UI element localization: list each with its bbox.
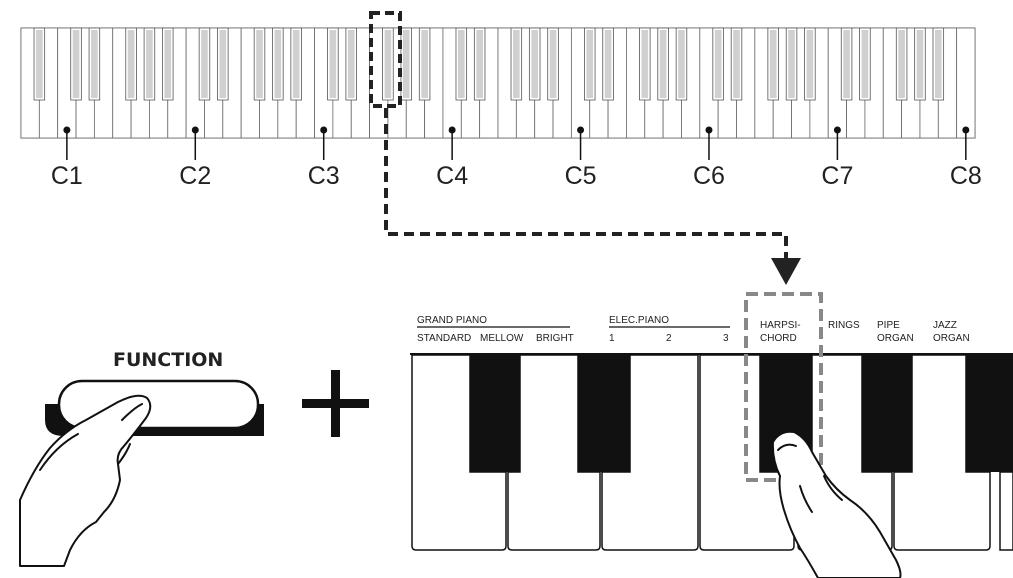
tone-label-strings: RINGS <box>828 320 860 331</box>
black-key-face <box>733 30 740 98</box>
full-keyboard: C1 C2 C3 C4 C5 C6 C7 C8 <box>20 27 982 190</box>
black-key-face <box>531 30 539 98</box>
black-key-face <box>146 30 153 98</box>
tone-label-elec-1: 1 <box>609 333 615 344</box>
zoomed-keyboard: GRAND PIANO STANDARD MELLOW BRIGHT ELEC.… <box>410 292 1013 578</box>
black-key-face <box>934 30 942 98</box>
black-key-face <box>421 30 428 98</box>
octave-label-c4: C4 <box>436 162 468 190</box>
tone-label-chord: CHORD <box>760 333 797 344</box>
black-key-face <box>586 30 594 98</box>
white-key[interactable] <box>999 471 1013 551</box>
black-key-face <box>201 30 208 98</box>
white-key[interactable] <box>507 354 601 551</box>
black-key-face <box>861 30 869 98</box>
group-header-elec-piano: ELEC.PIANO <box>609 315 669 326</box>
black-key-face <box>164 30 172 98</box>
black-key-face <box>678 30 685 98</box>
finger-press-function-icon <box>19 394 152 567</box>
black-key-face <box>769 30 777 98</box>
black-key-face <box>806 30 814 98</box>
tone-label-pipe: PIPE <box>877 320 900 331</box>
black-key-face <box>898 30 905 98</box>
octave-label-c1: C1 <box>51 162 83 190</box>
black-key-face <box>843 30 850 98</box>
black-key-face <box>256 30 263 98</box>
group-header-grand-piano: GRAND PIANO <box>417 315 487 326</box>
tone-label-harpsi: HARPSI- <box>760 320 801 331</box>
tone-label-elec-3: 3 <box>723 333 729 344</box>
black-key-face <box>347 30 355 98</box>
black-key-face <box>714 30 722 98</box>
function-label: FUNCTION <box>113 349 223 371</box>
black-key-face <box>219 30 227 98</box>
tone-label-mellow: MELLOW <box>480 333 524 344</box>
black-keys-group <box>33 27 945 101</box>
white-key[interactable] <box>956 27 976 139</box>
black-key[interactable] <box>578 355 630 472</box>
octave-labels: C1 C2 C3 C4 C5 C6 C7 C8 <box>51 162 982 190</box>
octave-label-c3: C3 <box>308 162 340 190</box>
black-key[interactable] <box>470 355 520 472</box>
black-key-face <box>916 30 924 98</box>
black-key-face <box>91 30 98 98</box>
white-key[interactable] <box>411 354 507 551</box>
black-key[interactable] <box>862 355 912 472</box>
black-key-face <box>513 30 520 98</box>
tone-label-elec-2: 2 <box>666 333 672 344</box>
black-key-face <box>402 30 410 98</box>
zoomed-black-keys <box>470 355 1013 472</box>
plus-sign <box>302 370 369 437</box>
tone-label-pipe-organ: ORGAN <box>877 333 914 344</box>
black-key-face <box>641 30 649 98</box>
octave-label-c5: C5 <box>565 162 597 190</box>
highlighted-key-box <box>369 11 402 108</box>
black-key[interactable] <box>966 355 1013 472</box>
tone-label-standard: STANDARD <box>417 333 471 344</box>
black-key-face <box>659 30 667 98</box>
octave-label-c2: C2 <box>179 162 211 190</box>
finger-press-key-icon <box>771 430 902 578</box>
black-key-face <box>292 30 300 98</box>
black-key-face <box>329 30 337 98</box>
octave-label-c6: C6 <box>693 162 725 190</box>
black-key-face <box>788 30 795 98</box>
black-key-face <box>549 30 557 98</box>
tone-label-bright: BRIGHT <box>536 333 574 344</box>
black-key-face <box>384 30 392 98</box>
tone-label-jazz: JAZZ <box>933 320 957 331</box>
black-key-face <box>476 30 483 98</box>
octave-label-c7: C7 <box>821 162 853 190</box>
black-key-face <box>72 30 80 98</box>
function-group: FUNCTION <box>19 349 264 567</box>
dashed-arrow-icon <box>384 108 801 285</box>
black-key-face <box>604 30 612 98</box>
black-key-face <box>36 30 43 98</box>
black-key-face <box>457 30 465 98</box>
black-key-face <box>274 30 282 98</box>
white-key[interactable] <box>601 354 699 551</box>
octave-label-c8: C8 <box>950 162 982 190</box>
black-key-face <box>127 30 135 98</box>
c-key-markers <box>63 126 970 160</box>
tone-label-jazz-organ: ORGAN <box>933 333 970 344</box>
